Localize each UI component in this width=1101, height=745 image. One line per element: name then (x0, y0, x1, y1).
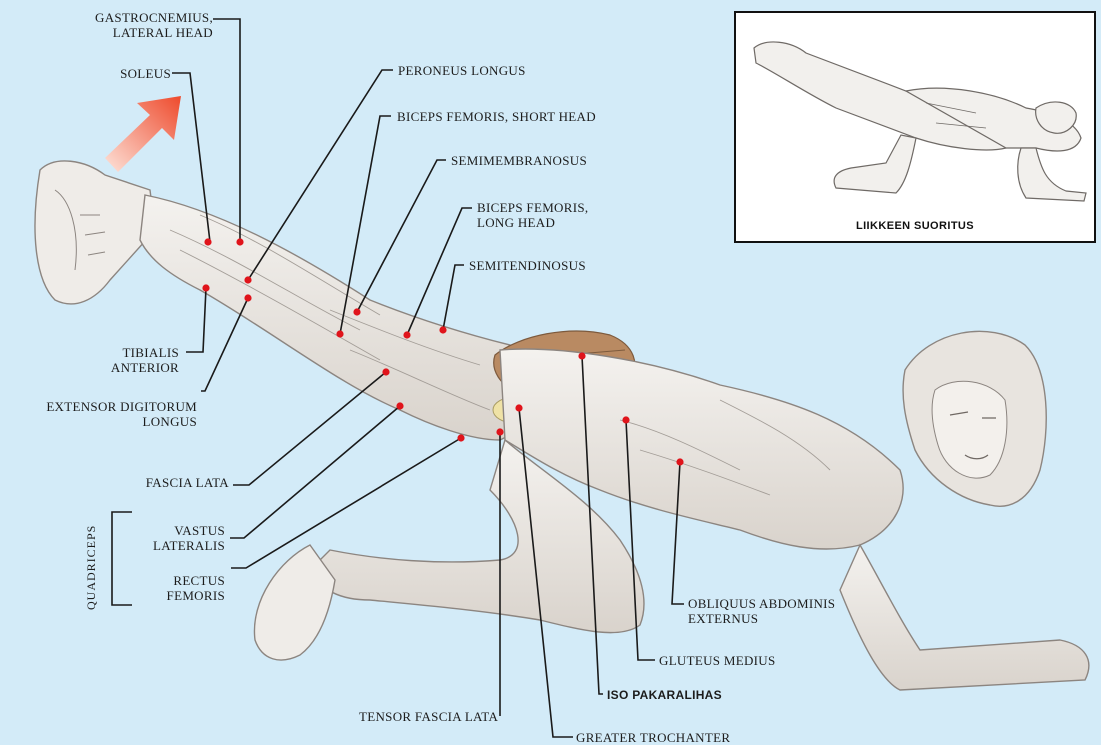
label-gastrocnemius: GASTROCNEMIUS,LATERAL HEAD (95, 10, 213, 40)
label-gluteus-medius: GLUTEUS MEDIUS (659, 653, 776, 668)
marker-rectus (457, 434, 464, 441)
marker-gluteus-medius (622, 416, 629, 423)
marker-vastus (396, 402, 403, 409)
raised-foot (35, 161, 155, 304)
label-greater-trochanter: GREATER TROCHANTER (576, 730, 730, 745)
label-iso-pakaralihas: ISO PAKARALIHAS (607, 688, 722, 703)
label-biceps-femoris-short: BICEPS FEMORIS, SHORT HEAD (397, 109, 596, 124)
marker-obliquus (676, 458, 683, 465)
label-biceps-femoris-long: BICEPS FEMORIS,LONG HEAD (477, 200, 588, 230)
exercise-inset: LIIKKEEN SUORITUS (734, 11, 1096, 243)
label-peroneus-longus: PERONEUS LONGUS (398, 63, 526, 78)
marker-tibialis (202, 284, 209, 291)
label-soleus: SOLEUS (120, 66, 171, 81)
marker-peroneus (244, 276, 251, 283)
label-quadriceps: QUADRICEPS (84, 525, 99, 610)
marker-trochanter (515, 404, 522, 411)
marker-extensor (244, 294, 251, 301)
marker-soleus (204, 238, 211, 245)
label-tensor-fascia-lata: TENSOR FASCIA LATA (359, 709, 498, 724)
label-semimembranosus: SEMIMEMBRANOSUS (451, 153, 587, 168)
kneeling-foot (254, 545, 335, 660)
marker-gluteus-maximus (578, 352, 585, 359)
marker-biceps-short (336, 330, 343, 337)
inset-sketch (736, 13, 1094, 241)
label-fascia-lata: FASCIA LATA (146, 475, 229, 490)
marker-semitendinosus (439, 326, 446, 333)
label-semitendinosus: SEMITENDINOSUS (469, 258, 586, 273)
marker-biceps-long (403, 331, 410, 338)
marker-semimembranosus (353, 308, 360, 315)
direction-arrow (105, 96, 181, 172)
marker-gastrocnemius (236, 238, 243, 245)
inset-caption: LIIKKEEN SUORITUS (736, 220, 1094, 232)
marker-fascia-lata (382, 368, 389, 375)
marker-tensor (496, 428, 503, 435)
supporting-arm (840, 545, 1089, 690)
